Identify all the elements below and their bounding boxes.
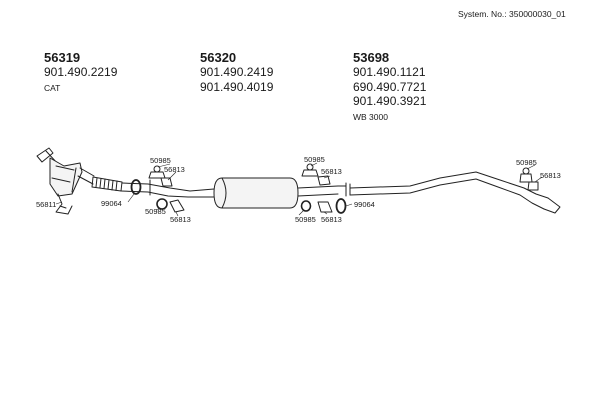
hanger-50985-front-lower (156, 198, 168, 210)
label-50985-front-upper: 50985 (150, 156, 171, 165)
catalytic-converter (36, 147, 95, 197)
group-id: 56320 (200, 50, 237, 65)
mid-pipe (297, 185, 339, 197)
label-99064-front: 99064 (101, 199, 122, 208)
group-note: CAT (44, 82, 61, 93)
hanger-50985-middle-lower (300, 200, 312, 212)
clamp-99064-front (130, 179, 142, 195)
hanger-50985-middle-upper (301, 163, 319, 177)
label-50985-middle-upper: 50985 (304, 155, 325, 164)
part-group-56319: 56319 901.490.2219 CAT (44, 50, 117, 94)
bracket-56813-front-lower (169, 199, 185, 213)
part-number: 901.490.2219 (44, 65, 118, 79)
hanger-50985-front-upper (148, 165, 166, 179)
group-id: 56319 (44, 50, 81, 65)
group-note: WB 3000 (353, 111, 388, 122)
label-56813-middle-upper: 56813 (321, 167, 342, 176)
clamp-99064-rear (335, 198, 347, 214)
label-50985-middle-lower: 50985 (295, 215, 316, 224)
bracket-56811 (55, 193, 73, 215)
label-56813-rear: 56813 (540, 171, 561, 180)
flex-pipe (91, 176, 123, 192)
bracket-56813-middle-upper (317, 175, 331, 186)
part-number: 901.490.1121 (353, 65, 426, 79)
label-56813-front-upper: 56813 (164, 165, 185, 174)
bracket-56813-front-upper (160, 177, 173, 187)
hanger-50985-rear (519, 167, 533, 183)
bracket-56813-rear (527, 181, 539, 191)
label-99064-rear: 99064 (354, 200, 375, 209)
label-50985-rear: 50985 (516, 158, 537, 167)
rear-pipe (337, 171, 561, 214)
group-id: 53698 (353, 50, 390, 65)
part-group-56320: 56320 901.490.2419 901.490.4019 (200, 50, 273, 94)
bracket-56813-middle-lower (317, 201, 333, 213)
part-number: 901.490.4019 (200, 79, 274, 94)
label-56811: 56811 (36, 200, 56, 209)
label-56813-middle-lower: 56813 (321, 215, 342, 224)
part-number: 901.490.3921 (353, 94, 427, 108)
part-number: 901.490.2419 (200, 65, 274, 79)
system-number: System. No.: 350000030_01 (458, 9, 566, 19)
label-50985-front-lower: 50985 (145, 207, 166, 216)
middle-silencer (213, 177, 299, 209)
label-56813-front-lower: 56813 (170, 215, 191, 224)
part-group-53698: 53698 901.490.1121 690.490.7721 901.490.… (353, 50, 426, 123)
part-number: 690.490.7721 (353, 79, 427, 94)
